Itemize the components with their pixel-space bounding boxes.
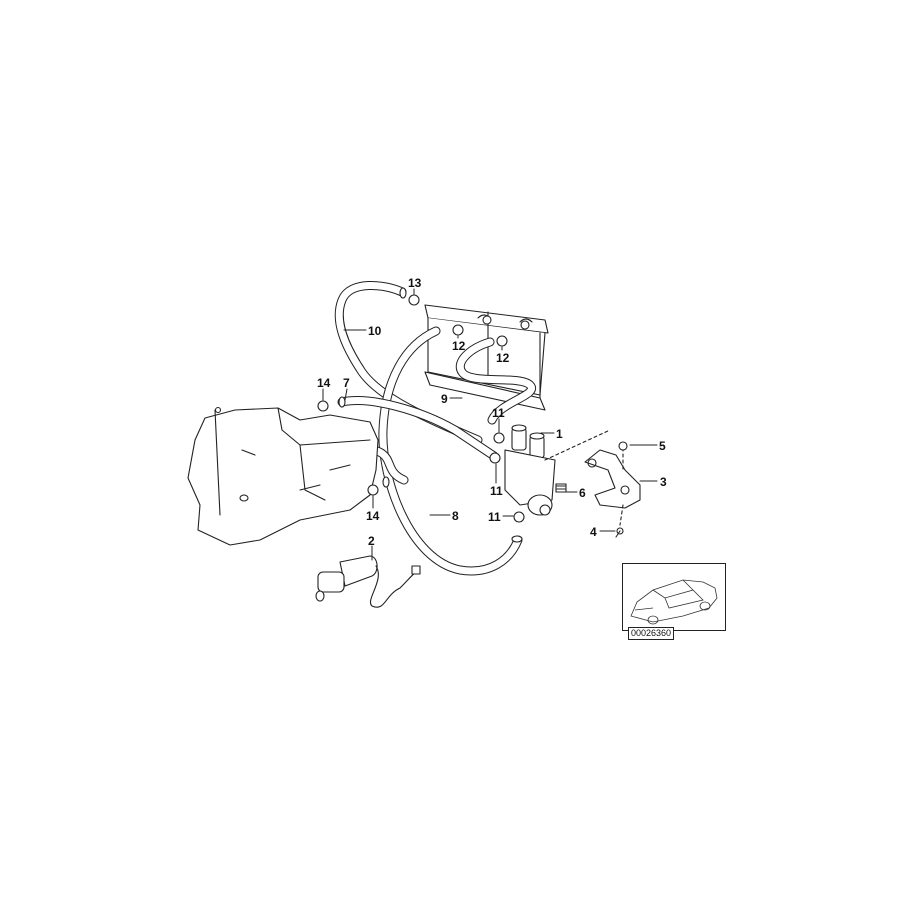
hose-7-illustration (337, 396, 499, 488)
vehicle-thumbnail (622, 563, 726, 631)
part-label-12[interactable]: 12 (452, 339, 466, 353)
part-label-11[interactable]: 11 (488, 510, 501, 524)
part-label-9[interactable]: 9 (441, 392, 448, 406)
part-label-2[interactable]: 2 (368, 534, 375, 548)
part-label-7[interactable]: 7 (343, 376, 350, 390)
water-pump-illustration (315, 555, 421, 608)
car-outline-icon (630, 579, 718, 625)
part-label-10[interactable]: 10 (368, 324, 382, 338)
hose-9-illustration (455, 337, 537, 425)
engine-block-illustration (187, 406, 379, 546)
bracket-illustration (584, 447, 641, 526)
leader-lines (322, 288, 658, 561)
hose-8-illustration (378, 326, 523, 576)
part-label-6[interactable]: 6 (579, 486, 586, 500)
part-label-1[interactable]: 1 (556, 427, 563, 441)
part-label-3[interactable]: 3 (660, 475, 667, 489)
small-parts-illustration (555, 441, 628, 538)
part-label-11[interactable]: 11 (492, 406, 505, 420)
hose-clamps-illustration (317, 294, 525, 523)
part-label-11[interactable]: 11 (490, 484, 503, 498)
image-code: 00026360 (628, 627, 675, 640)
part-label-14[interactable]: 14 (317, 376, 331, 390)
part-label-8[interactable]: 8 (452, 509, 459, 523)
part-label-5[interactable]: 5 (659, 439, 666, 453)
part-label-4[interactable]: 4 (590, 525, 597, 539)
part-label-13[interactable]: 13 (408, 276, 422, 290)
part-label-12[interactable]: 12 (496, 351, 510, 365)
part-label-14[interactable]: 14 (366, 509, 380, 523)
heater-valve-illustration (504, 424, 611, 516)
